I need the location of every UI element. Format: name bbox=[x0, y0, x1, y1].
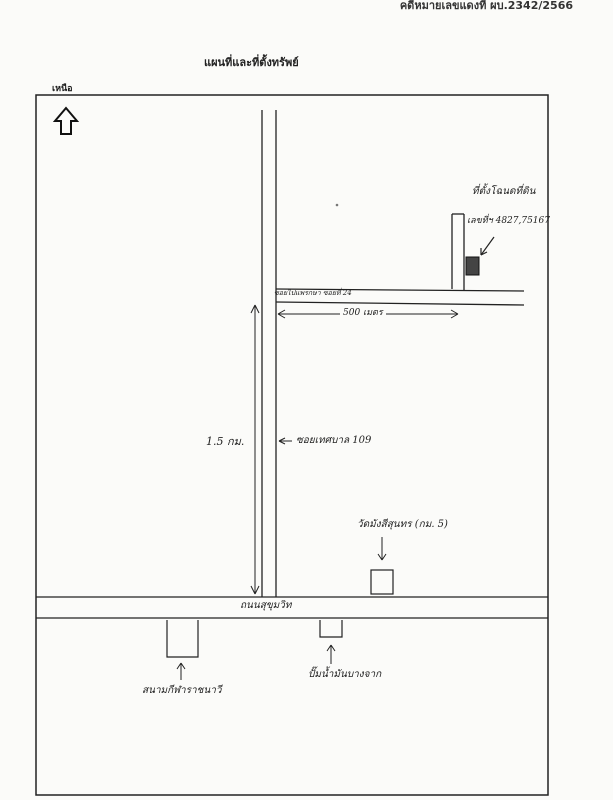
header-case-number: คดีหมายเลขแดงที่ ผบ.2342/2566 bbox=[399, 0, 573, 12]
stadium-pointer bbox=[176, 662, 186, 680]
distance-long-arrow bbox=[250, 304, 260, 595]
north-label: เหนือ bbox=[52, 84, 73, 94]
soi-main-label: ซอยเทศบาล 109 bbox=[296, 435, 372, 446]
gas-station-marker bbox=[319, 620, 343, 638]
temple-label: วัดมังสีสุนทร (กม. 5) bbox=[357, 519, 448, 530]
distance-short-label: 500 เมตร bbox=[340, 309, 386, 318]
page-title: แผนที่และที่ตั้งทรัพย์ bbox=[204, 56, 299, 69]
property-marker-icon bbox=[465, 256, 480, 276]
main-road bbox=[36, 596, 548, 619]
property-location-label: ที่ตั้งโฉนดที่ดิน bbox=[472, 186, 536, 197]
temple-marker bbox=[370, 569, 394, 595]
stadium-marker bbox=[166, 620, 199, 658]
property-pointer bbox=[480, 236, 495, 256]
distance-long-label: 1.5 กม. bbox=[206, 435, 245, 448]
deed-numbers-label: เลขที่ฯ 4827,75167 bbox=[467, 216, 550, 226]
gas-station-pointer bbox=[326, 644, 336, 664]
property-pointer-head bbox=[480, 248, 488, 256]
north-arrow-icon bbox=[52, 106, 80, 135]
stadium-label: สนามกีฬาราชนาวี bbox=[142, 685, 222, 696]
speck bbox=[335, 203, 339, 207]
lane-to-property bbox=[451, 213, 465, 290]
temple-pointer bbox=[377, 537, 387, 561]
soi-main-road bbox=[261, 110, 277, 597]
soi-top-road bbox=[275, 288, 525, 306]
soi-main-pointer bbox=[278, 437, 292, 445]
map-border bbox=[35, 94, 549, 796]
gas-station-label: ปั๊มน้ำมันบางจาก bbox=[308, 669, 382, 680]
main-road-label: ถนนสุขุมวิท bbox=[240, 600, 292, 611]
soi-top-label: ซอยไปแพรกษา ซอยที่ 24 bbox=[274, 289, 352, 297]
